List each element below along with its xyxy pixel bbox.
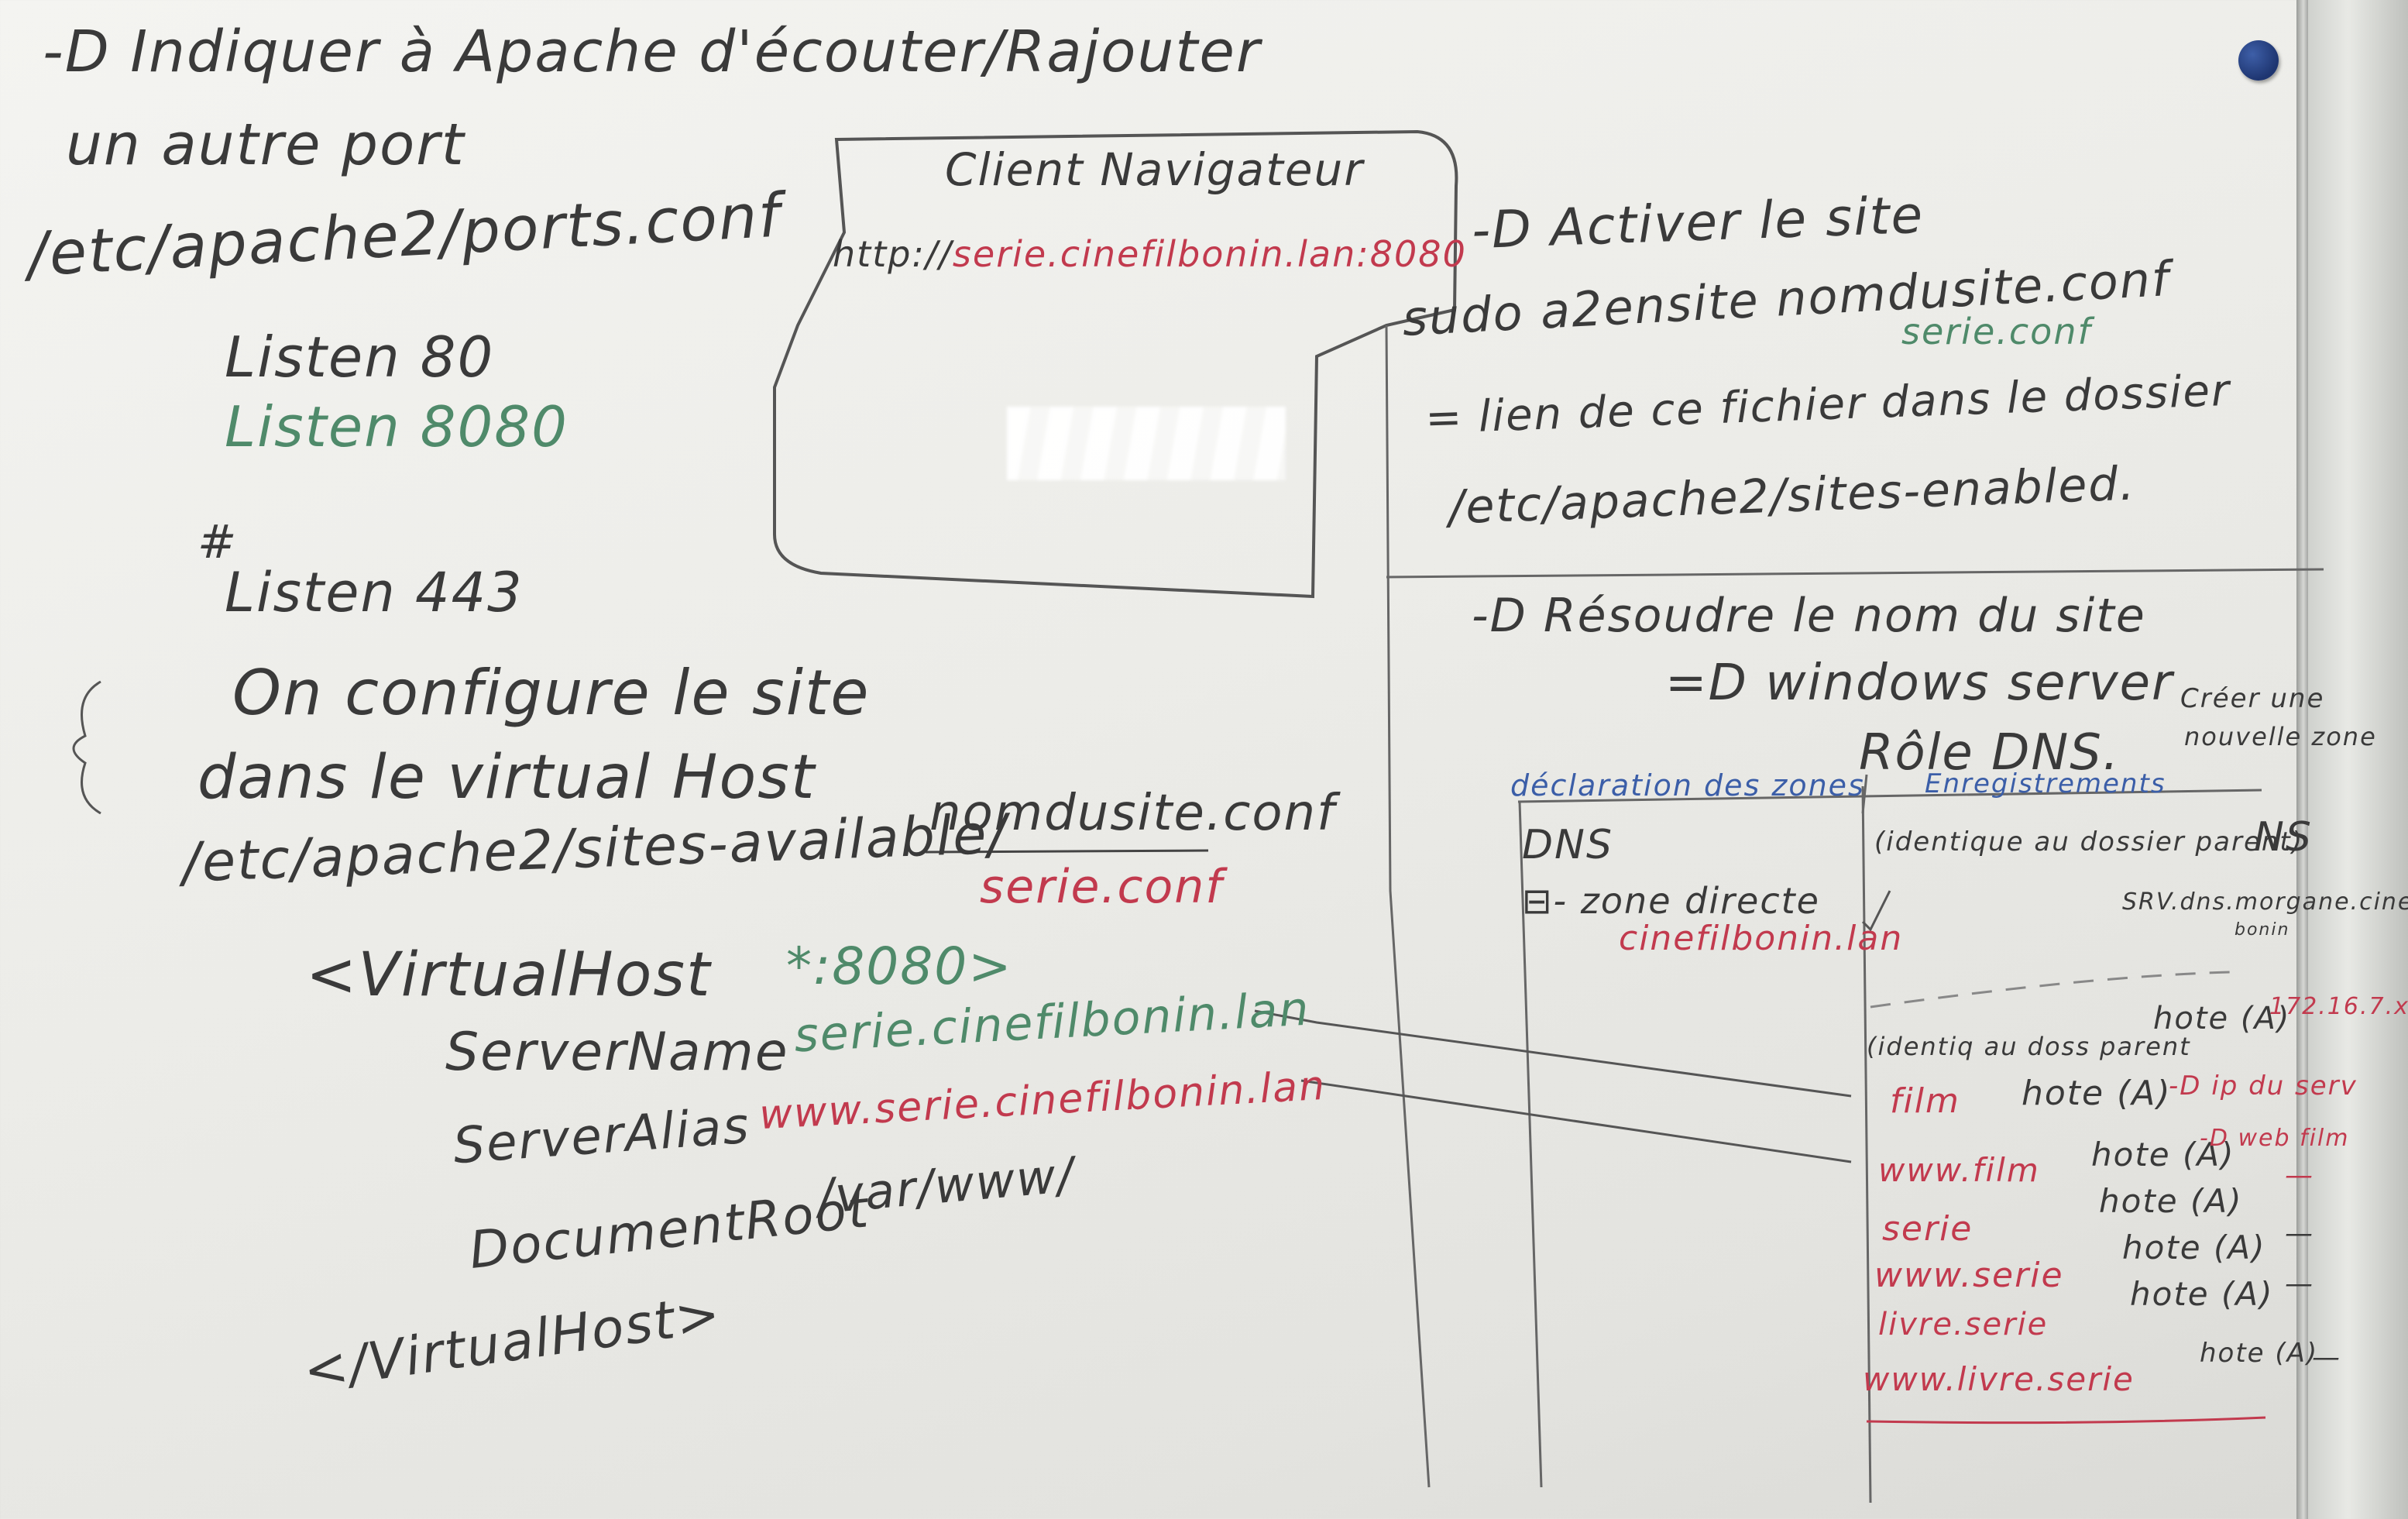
text-www-film-hote: hote (A)	[2091, 1136, 2235, 1174]
text-web-film: -D web film	[2200, 1125, 2350, 1152]
dashed-separator	[1870, 971, 2231, 1009]
text-bonin: bonin	[2235, 920, 2290, 940]
checkmark	[1861, 890, 1891, 932]
text-declaration-zones: déclaration des zones	[1510, 768, 1865, 802]
text-listen-8080: Listen 8080	[225, 394, 569, 459]
vertical-divider	[1385, 325, 1431, 1488]
record-dash-www-serie: —	[2285, 1218, 2314, 1249]
text-serie-conf: serie.conf	[980, 860, 1224, 914]
underline-nomdusite	[925, 849, 1209, 854]
text-srv-dns: SRV.dns.morgane.cinefil	[2122, 888, 2408, 916]
text-hote-a-ip: hote (A)	[2153, 1001, 2291, 1036]
text-nouvelle-zone: nouvelle zone	[2184, 722, 2377, 751]
text-zone-name: cinefilbonin.lan	[1619, 919, 1904, 958]
text-resoudre: -D Résoudre le nom du site	[1472, 589, 2146, 643]
text-ip-du-serv: -D ip du serv	[2169, 1071, 2358, 1101]
record-name-livre-serie: livre.serie	[1878, 1307, 2049, 1342]
url-host: serie.cinefilbonin.lan	[952, 233, 1357, 275]
horizontal-separator	[1386, 568, 2324, 579]
client-url: http://serie.cinefilbonin.lan:8080	[833, 236, 1467, 272]
wall-background	[2308, 0, 2408, 1519]
light-reflection	[1007, 407, 1286, 480]
record-type-livre-serie: hote (A)	[2130, 1275, 2274, 1313]
record-dash-www-livre-serie: —	[2312, 1342, 2341, 1373]
text-identique-parent: (identique au dossier parent)	[1874, 827, 2304, 857]
whiteboard-frame	[2296, 0, 2310, 1519]
curly-brace	[72, 680, 101, 815]
text-vhost-port: *:8080>	[786, 936, 1013, 996]
table-top-line	[1517, 789, 2262, 803]
record-name-www-livre-serie: www.livre.serie	[1863, 1360, 2135, 1398]
connector-servername	[1254, 1009, 1852, 1098]
text-vhost-open: <VirtualHost	[306, 940, 712, 1010]
text-dns: DNS	[1522, 822, 1613, 868]
url-port: :8080	[1356, 233, 1467, 275]
text-activer: -D Activer le site	[1470, 184, 1925, 261]
text-listen-443: Listen 443	[225, 561, 524, 624]
blue-magnet	[2238, 40, 2279, 81]
client-box-outline	[773, 129, 1458, 599]
text-record-www-film: www.film	[1878, 1151, 2040, 1189]
text-indiquer: -D Indiquer à Apache d'écouter/Rajouter	[43, 19, 1262, 85]
text-listen-80: Listen 80	[225, 325, 495, 390]
text-ns-record: NS	[2254, 814, 2313, 861]
record-dash-serie: —	[2285, 1160, 2314, 1191]
text-nomdusite-conf: nomdusite.conf	[929, 785, 1336, 842]
text-identiq-parent: (identiq au doss parent	[1867, 1032, 2191, 1061]
table-left-line	[1518, 801, 1543, 1488]
text-cmd-serie-conf: serie.conf	[1901, 311, 2092, 352]
text-hash: #	[198, 515, 239, 569]
text-windows-server: =D windows server	[1665, 655, 2174, 712]
text-record-film: film	[1890, 1081, 1960, 1121]
text-configure: On configure le site	[232, 657, 871, 729]
record-name-www-serie: www.serie	[1874, 1256, 2064, 1295]
text-virtual-host: dans le virtual Host	[198, 743, 816, 813]
text-film-hote: hote (A)	[2022, 1074, 2172, 1113]
record-type-serie: hote (A)	[2099, 1182, 2243, 1220]
text-ip-address: 172.16.7.x	[2269, 993, 2408, 1020]
table-middle-line	[1861, 785, 1872, 1504]
text-autre-port: un autre port	[66, 112, 465, 178]
header-separator	[1861, 774, 1868, 814]
connector-serveralias	[1300, 1079, 1852, 1163]
url-scheme: http://	[833, 233, 953, 275]
text-role-dns: Rôle DNS.	[1859, 724, 2121, 782]
text-zone-directe: ⊟- zone directe	[1522, 880, 1820, 922]
text-servername-label: ServerName	[445, 1022, 789, 1083]
text-client-navigateur: Client Navigateur	[945, 143, 1365, 196]
text-creer-une: Créer une	[2180, 683, 2325, 714]
record-type-www-livre-serie: hote (A)	[2200, 1338, 2319, 1369]
record-type-www-serie: hote (A)	[2122, 1229, 2266, 1266]
record-dash-livre-serie: —	[2285, 1268, 2314, 1300]
record-name-serie: serie	[1882, 1209, 1973, 1249]
red-bracket	[1866, 1416, 2266, 1424]
text-enregistrements: Enregistrements	[1925, 768, 2166, 799]
